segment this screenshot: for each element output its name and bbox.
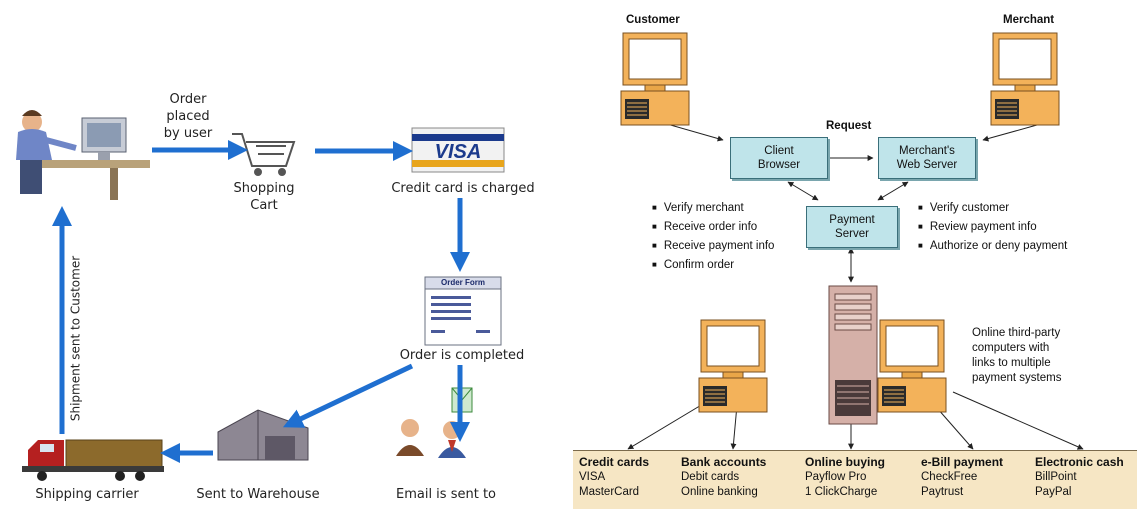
shipping-truck-icon: [22, 439, 164, 481]
payment-server-left-bullets: Verify merchant Receive order info Recei…: [652, 199, 775, 275]
payment-system-graphics: [620, 32, 1084, 450]
bullet-receive-payment: Receive payment info: [652, 237, 775, 256]
customers-icon: [396, 419, 466, 458]
shipping-carrier-label: Shipping carrier: [35, 487, 139, 502]
credit-card-charged-label: Credit card is charged: [391, 181, 535, 196]
email-sent-label: Email is sent to: [395, 487, 496, 502]
shopping-cart-icon: [232, 133, 296, 176]
visa-card-icon: [411, 127, 505, 173]
customer-computer-icon: [620, 32, 690, 126]
request-label: Request: [826, 120, 872, 132]
payment-server-right-bullets: Verify customer Review payment info Auth…: [918, 199, 1067, 256]
category-electronic-cash: Electronic cash BillPoint PayPal: [1035, 455, 1124, 498]
order-form-icon: [424, 276, 502, 346]
bullet-review-payment: Review payment info: [918, 218, 1067, 237]
shipment-sent-label: Shipment sent to Customer: [68, 255, 83, 422]
shopping-cart-label: Shopping Cart: [233, 181, 295, 213]
arrow-order-to-warehouse: [282, 363, 414, 428]
bullet-receive-order: Receive order info: [652, 218, 774, 237]
warehouse-icon: [217, 409, 309, 461]
server-tower-icon: [828, 285, 878, 425]
order-form-title: Order Form: [440, 278, 485, 287]
order-placed-label: Order placed by user: [163, 92, 213, 141]
merchant-label: Merchant: [1003, 14, 1055, 26]
customer-label: Customer: [626, 14, 680, 26]
third-party-label: Online third-party computers with links …: [972, 327, 1062, 384]
third-party-computer-left-icon: [698, 319, 768, 413]
bullet-verify-customer: Verify customer: [918, 199, 1067, 218]
order-completed-label: Order is completed: [399, 348, 525, 363]
category-ebill-payment: e-Bill payment CheckFree Paytrust: [921, 455, 1004, 498]
bullet-confirm-order: Confirm order: [652, 256, 774, 275]
category-credit-cards: Credit cards VISA MasterCard: [579, 455, 650, 498]
merchant-computer-icon: [990, 32, 1060, 126]
user-at-computer-icon: [16, 110, 150, 200]
third-party-computer-right-icon: [877, 319, 947, 413]
payment-categories-panel: Credit cards VISA MasterCard Bank accoun…: [573, 450, 1137, 509]
category-bank-accounts: Bank accounts Debit cards Online banking: [681, 455, 767, 498]
sent-to-warehouse-label: Sent to Warehouse: [196, 487, 320, 502]
flow-arrows: [52, 140, 470, 463]
visa-logo-text: VISA: [434, 141, 482, 163]
category-online-buying: Online buying Payflow Pro 1 ClickCharge: [805, 455, 885, 498]
bullet-authorize-deny: Authorize or deny payment: [918, 237, 1067, 256]
bullet-verify-merchant: Verify merchant: [652, 199, 774, 218]
order-flow-graphics: [16, 110, 505, 481]
